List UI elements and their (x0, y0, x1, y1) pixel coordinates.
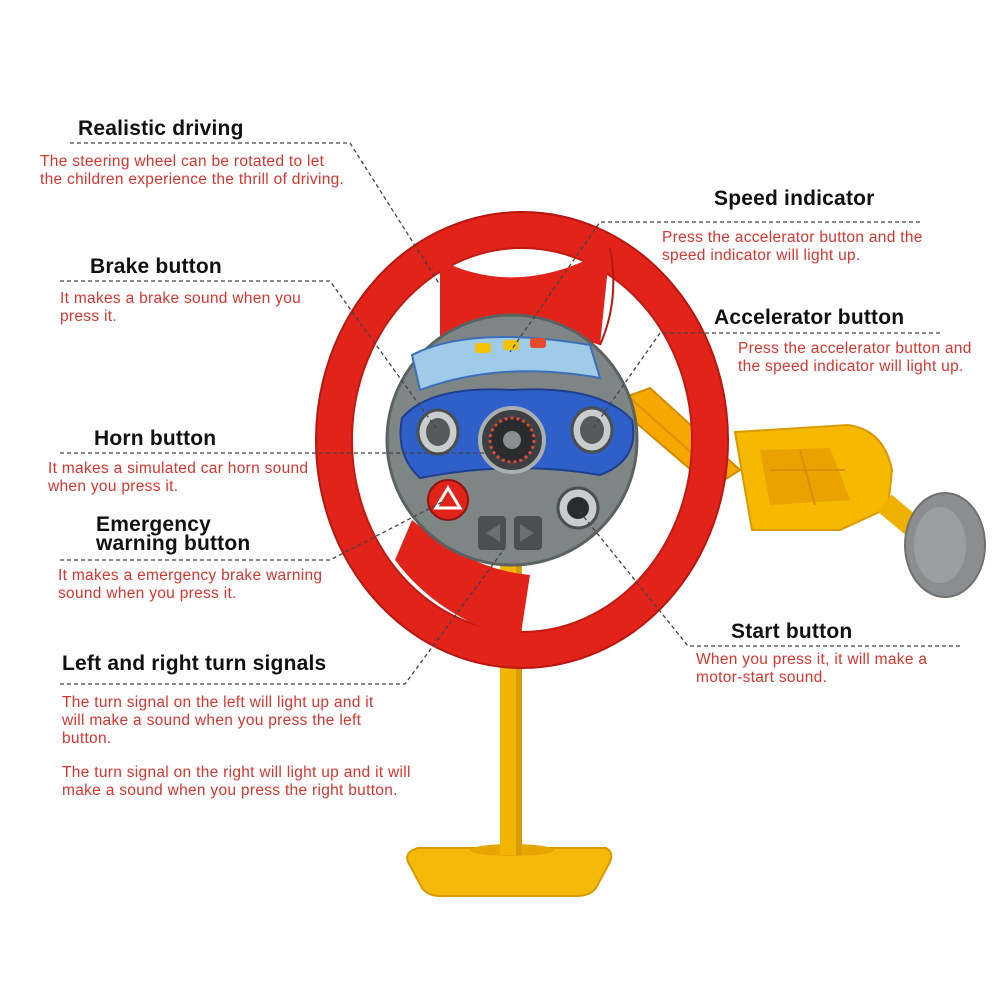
callout-title-speed-indicator: Speed indicator (714, 187, 875, 210)
callout-desc-start-button: When you press it, it will make a motor-… (696, 651, 928, 686)
callout-title-emergency-warning-button: Emergency warning button (96, 513, 251, 555)
leader-realistic (70, 142, 441, 286)
turn-left-button[interactable] (478, 516, 506, 550)
leader-start (579, 511, 960, 647)
callout-desc-realistic-driving: The steering wheel can be rotated to let… (40, 153, 345, 188)
horn-button[interactable] (478, 406, 546, 474)
leader-lines (60, 142, 960, 685)
callout-title-horn-button: Horn button (94, 427, 217, 450)
callout-title-brake-button: Brake button (90, 255, 222, 278)
wheel-rim (316, 212, 728, 668)
turn-right-arrow-icon (520, 524, 534, 542)
leader-speed (509, 221, 920, 353)
callout-desc-accelerator-button: Press the accelerator button and the spe… (738, 340, 972, 375)
leader-turn (60, 547, 506, 685)
hazard-triangle-icon (433, 485, 463, 510)
callout-title-accelerator-button: Accelerator button (714, 306, 905, 329)
turn-left-arrow-icon (486, 524, 500, 542)
callout-title-realistic-driving: Realistic driving (78, 117, 244, 140)
callout-desc-turn-right: The turn signal on the right will light … (62, 764, 411, 799)
mounting-arm (610, 386, 986, 598)
leader-brake (60, 280, 437, 429)
callout-title-emergency-line1: Emergency (96, 513, 212, 536)
callout-desc-speed-indicator: Press the accelerator button and the spe… (662, 229, 923, 264)
leader-emergency (60, 499, 447, 561)
callout-desc-brake-button: It makes a brake sound when you press it… (60, 290, 302, 325)
stand-base (406, 847, 613, 897)
leader-accelerator (591, 332, 940, 431)
callout-title-turn-signals: Left and right turn signals (62, 652, 327, 675)
hub (385, 313, 639, 567)
turn-right-button[interactable] (514, 516, 542, 550)
callout-desc-horn-button: It makes a simulated car horn sound when… (48, 460, 309, 495)
accelerator-button[interactable] (570, 406, 614, 454)
callout-title-emergency-line2: warning button (96, 532, 251, 555)
callout-desc-emergency-warning-button: It makes a emergency brake warning sound… (58, 567, 323, 602)
callout-desc-turn-signals: The turn signal on the left will light u… (62, 694, 410, 800)
emergency-warning-button[interactable] (427, 479, 469, 521)
speed-indicator-panel (410, 336, 602, 392)
callout-desc-turn-left: The turn signal on the left will light u… (62, 694, 374, 747)
callout-title-start-button: Start button (731, 620, 853, 643)
wheel-spoke-bottom (395, 520, 530, 640)
start-button[interactable] (556, 486, 600, 530)
brake-button[interactable] (416, 408, 460, 456)
